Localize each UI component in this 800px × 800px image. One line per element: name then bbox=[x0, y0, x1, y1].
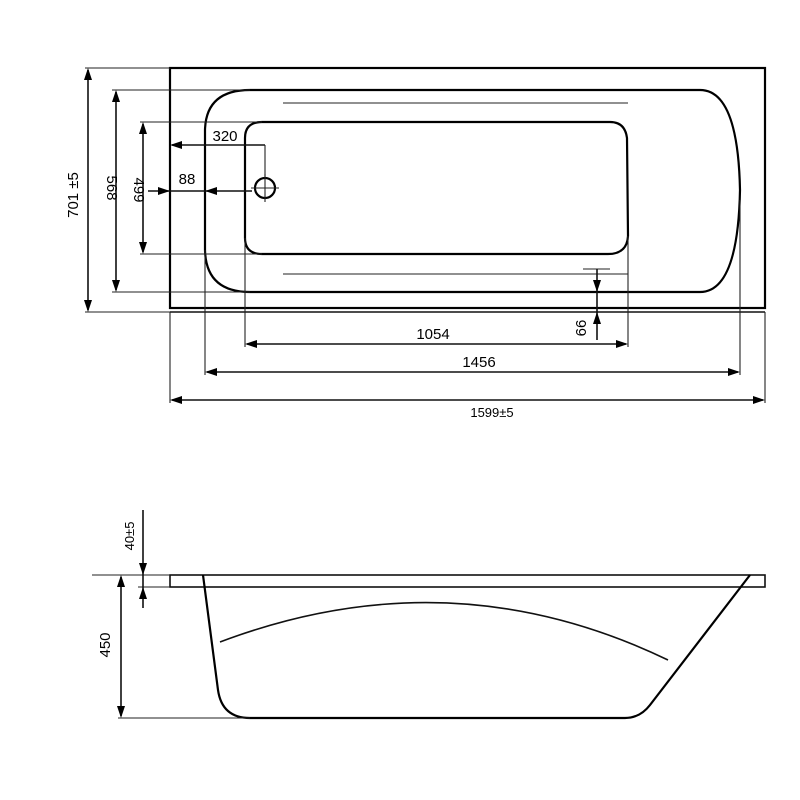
dim-bottom-offset: 66 bbox=[573, 320, 590, 337]
dim-length-bottom: 1054 bbox=[416, 326, 449, 343]
arrow bbox=[205, 368, 217, 376]
dim-width-bottom: 499 bbox=[130, 177, 147, 202]
side-inner-curve bbox=[219, 601, 669, 661]
arrow bbox=[112, 280, 120, 292]
arrow bbox=[117, 575, 125, 587]
arrow bbox=[753, 396, 765, 404]
arrow bbox=[245, 340, 257, 348]
arrow bbox=[616, 340, 628, 348]
arrow bbox=[170, 141, 182, 149]
arrow bbox=[205, 187, 217, 195]
side-view: 40±5 450 bbox=[92, 510, 766, 720]
arrow bbox=[139, 242, 147, 254]
dim-length-overall: 1599±5 bbox=[470, 405, 513, 420]
dim-width-inner: 568 bbox=[103, 175, 120, 200]
arrow bbox=[84, 300, 92, 312]
arrow bbox=[158, 187, 170, 195]
outer-rim-outline bbox=[168, 66, 767, 310]
dim-rim-height: 40±5 bbox=[122, 522, 137, 551]
arrow bbox=[170, 396, 182, 404]
inner-rim-outline bbox=[203, 88, 742, 294]
dim-length-inner: 1456 bbox=[462, 354, 495, 371]
arrow bbox=[84, 68, 92, 80]
side-tub-body bbox=[201, 574, 751, 720]
basin-bottom-outline bbox=[243, 120, 630, 256]
arrow bbox=[117, 706, 125, 718]
arrow bbox=[139, 587, 147, 599]
arrow bbox=[593, 312, 601, 324]
side-rim-slab bbox=[169, 574, 766, 588]
arrow bbox=[139, 122, 147, 134]
dim-drain-offset-x: 320 bbox=[212, 128, 237, 145]
top-view: 701 ±5 568 499 320 88 66 1054 bbox=[65, 66, 767, 420]
dim-depth: 450 bbox=[97, 632, 114, 657]
dim-drain-offset-edge: 88 bbox=[179, 171, 196, 188]
arrow bbox=[139, 563, 147, 575]
arrow bbox=[728, 368, 740, 376]
arrow bbox=[112, 90, 120, 102]
arrow bbox=[593, 280, 601, 292]
dim-width-overall: 701 ±5 bbox=[65, 172, 82, 218]
